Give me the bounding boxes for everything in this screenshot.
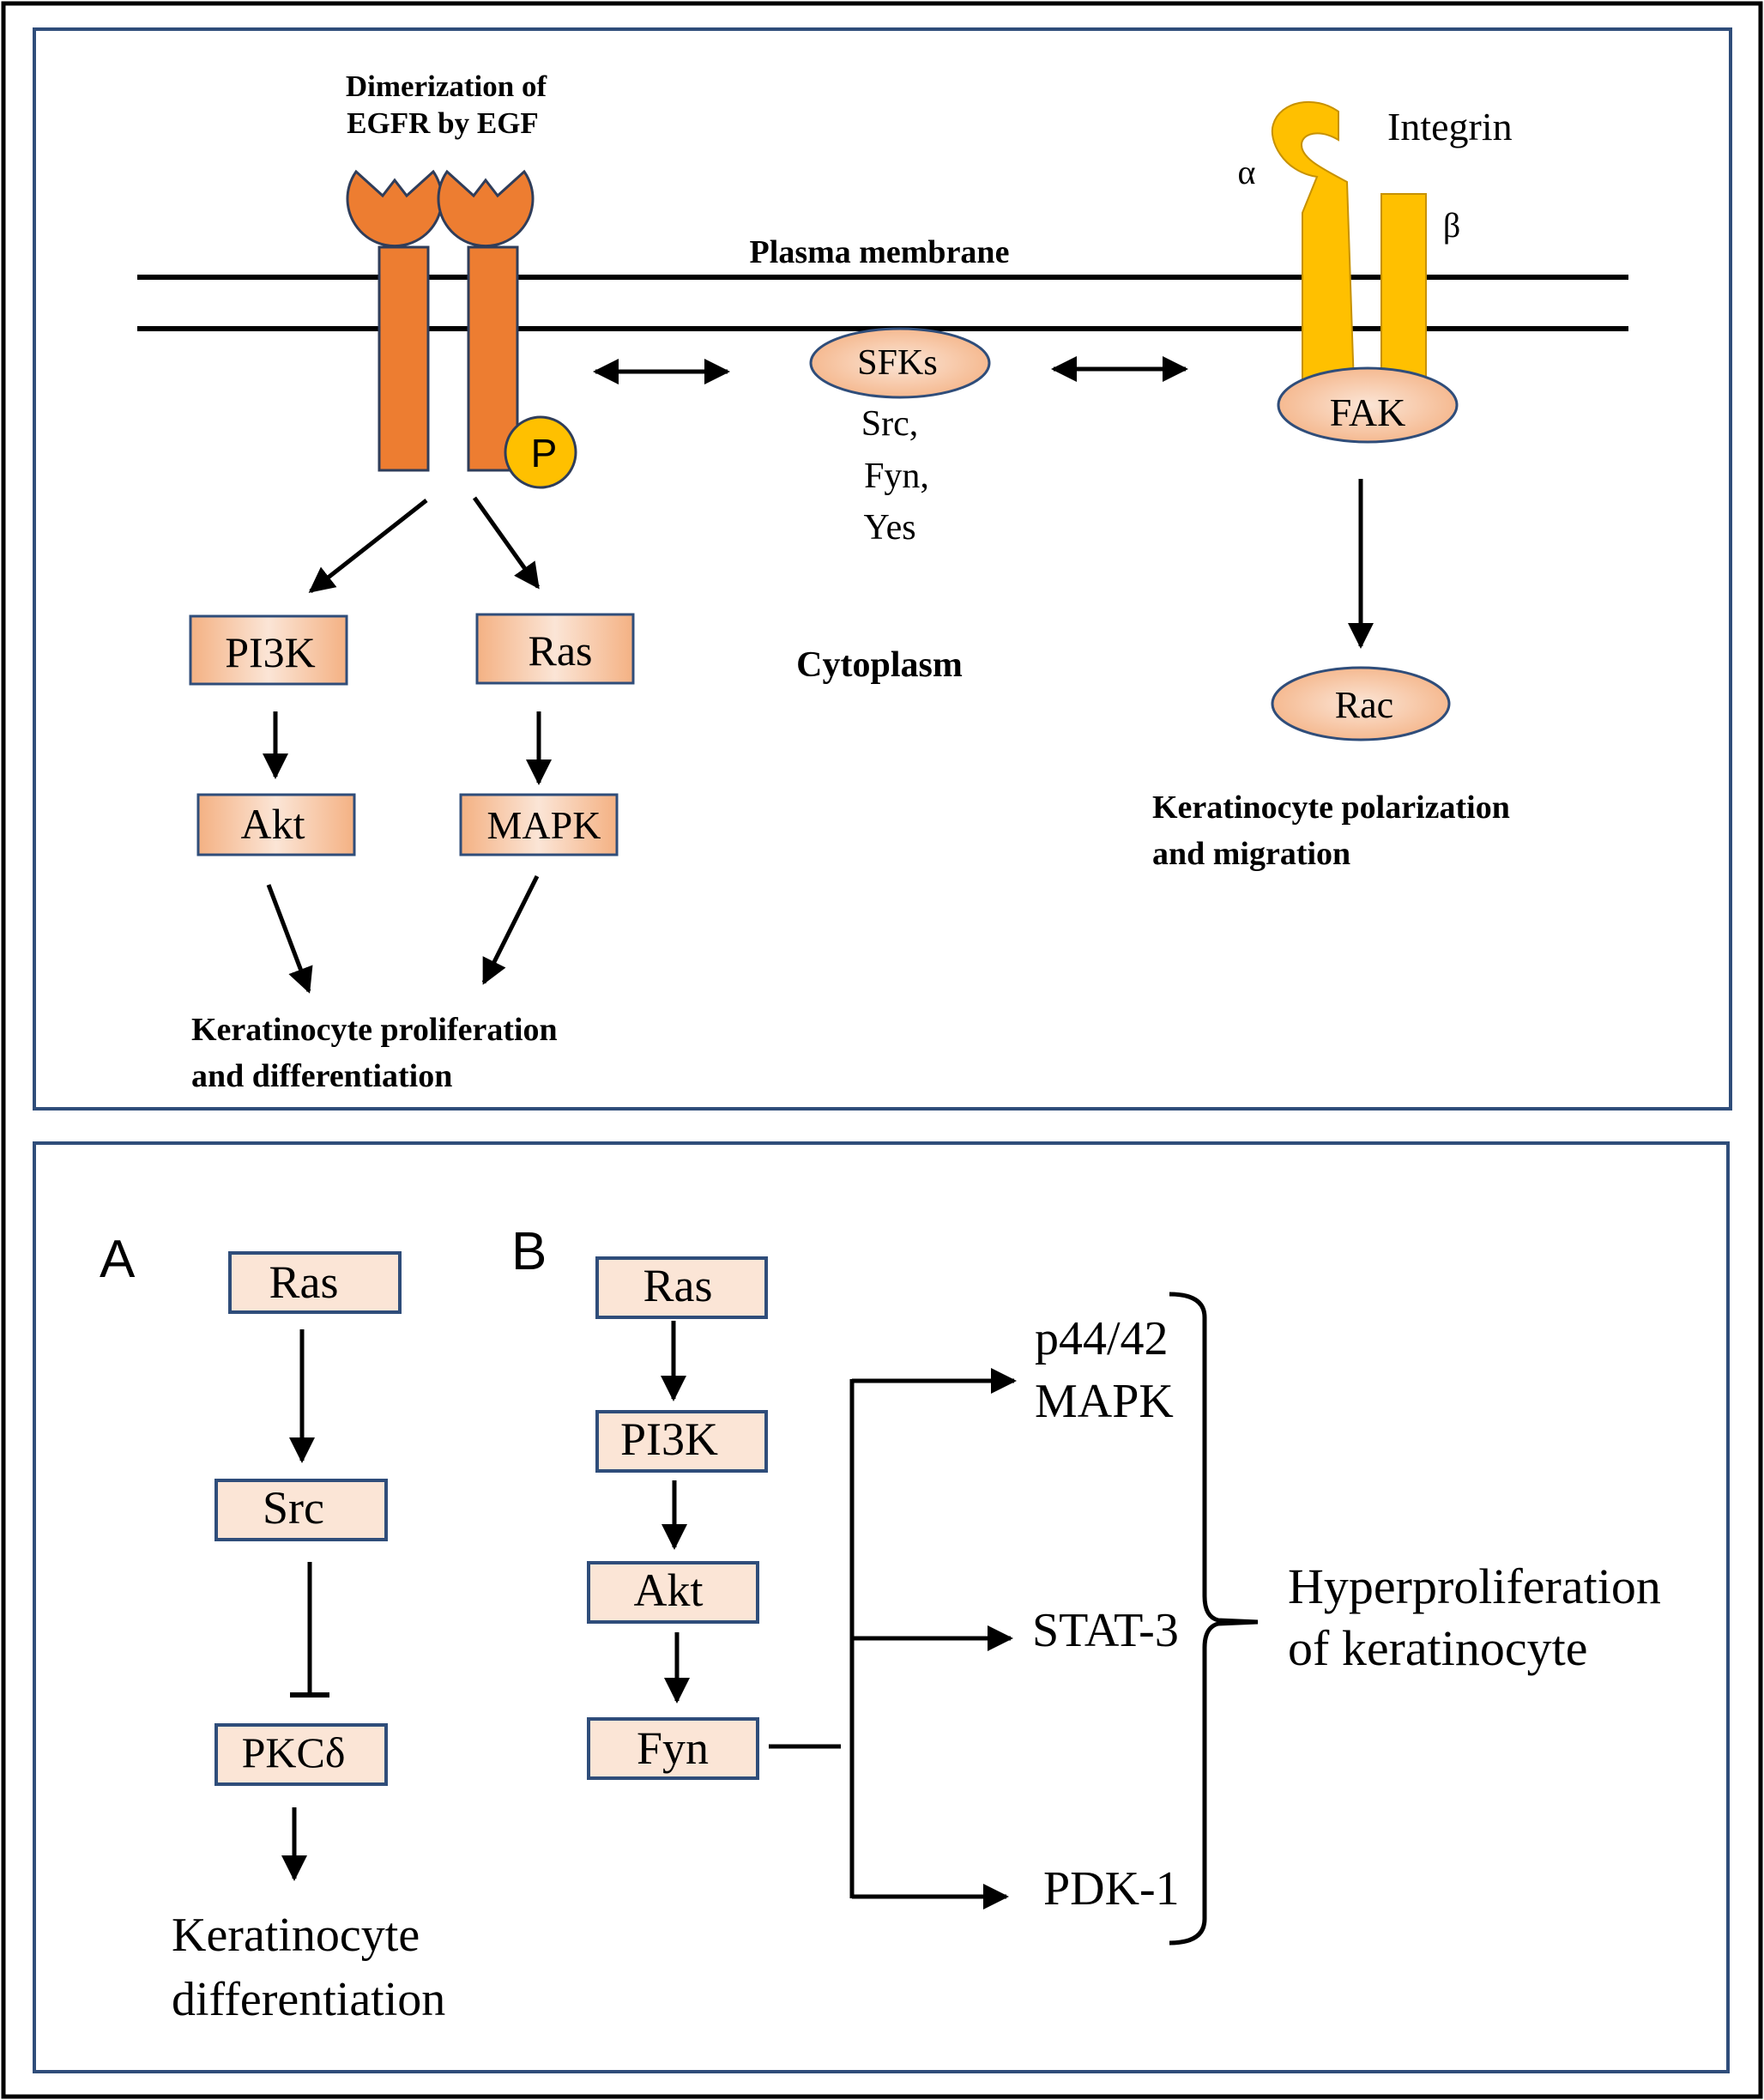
outcome-right-line2: and migration: [1152, 836, 1350, 872]
panel-b-fyn-node: [587, 1717, 759, 1780]
phospho-label: P: [531, 431, 558, 475]
panel-b-pi3k-label: PI3K: [620, 1413, 718, 1465]
panel-a-outcome-line2: differentiation: [172, 1973, 445, 2026]
panel-b-outcome-line1: Hyperproliferation: [1288, 1558, 1661, 1614]
panel-b-outcome-line2: of keratinocyte: [1288, 1620, 1587, 1676]
egfr-receptor-icon: [346, 169, 535, 472]
arrow-icon: [266, 884, 313, 994]
integrin-label: Integrin: [1387, 105, 1513, 148]
sfks-member-yes: Yes: [863, 508, 915, 548]
panel-b-target1-line1: p44/42: [1035, 1312, 1169, 1365]
outcome-left-line2: and differentiation: [191, 1058, 452, 1094]
integrin-alpha-label: α: [1238, 153, 1256, 191]
mapk-node: [459, 793, 619, 856]
phospho-icon: [504, 415, 577, 489]
panel-a-src-label: Src: [263, 1482, 324, 1534]
arrow-icon: [308, 499, 428, 593]
pi3k-node: [189, 614, 348, 686]
outcome-left-line1: Keratinocyte proliferation: [191, 1012, 558, 1048]
panel-a-outcome-line1: Keratinocyte: [172, 1909, 420, 1962]
cytoplasm-label: Cytoplasm: [796, 645, 963, 685]
outcome-right-line1: Keratinocyte polarization: [1152, 790, 1510, 826]
brace-icon: [1169, 1292, 1259, 1946]
bottom-panel-frame: [33, 1141, 1730, 2073]
panel-a-ras-label: Ras: [269, 1256, 339, 1308]
panel-b-target2-label: STAT-3: [1032, 1604, 1179, 1657]
arrow-icon: [472, 496, 541, 590]
panel-b-target3-label: PDK-1: [1043, 1862, 1180, 1915]
ras-label: Ras: [529, 626, 593, 675]
sfks-node: [809, 327, 991, 399]
mapk-label: MAPK: [487, 803, 601, 847]
akt-node: [196, 793, 356, 856]
sfks-label: SFKs: [857, 343, 937, 383]
panel-a-pkc-label: PKCδ: [242, 1728, 346, 1776]
panel-b-target1-line2: MAPK: [1035, 1375, 1174, 1428]
panel-a-ras-node: [228, 1251, 402, 1314]
sfks-member-src: Src,: [861, 404, 919, 444]
integrin-icon: [1271, 100, 1427, 387]
bottom-panel: A Ras Src PKCδ Keratinocyte differentiat…: [33, 1141, 1730, 2073]
sfks-member-fyn: Fyn,: [864, 457, 929, 496]
panel-b-fyn-label: Fyn: [637, 1722, 709, 1774]
top-panel: Plasma membrane Dimerization of EGFR by …: [33, 27, 1732, 1111]
top-panel-frame: [33, 27, 1732, 1111]
panel-b-ras-label: Ras: [643, 1260, 713, 1311]
panel-b-akt-node: [587, 1561, 759, 1624]
inhibition-icon: [290, 1562, 329, 1698]
arrow-icon: [481, 874, 540, 985]
fak-label: FAK: [1330, 390, 1406, 434]
pi3k-label: PI3K: [225, 628, 316, 676]
panel-a-src-node: [214, 1479, 388, 1541]
integrin-beta-label: β: [1443, 206, 1460, 245]
akt-label: Akt: [241, 800, 305, 848]
panel-b-ras-node: [595, 1256, 768, 1319]
plasma-membrane-label: Plasma membrane: [750, 234, 1010, 270]
panel-b-pi3k-node: [595, 1410, 768, 1473]
rac-label: Rac: [1335, 684, 1393, 726]
rac-node: [1271, 666, 1451, 741]
branch-connector: [769, 1368, 1017, 1909]
panel-a-label: A: [100, 1230, 136, 1289]
fak-node: [1277, 366, 1459, 444]
ras-node: [475, 613, 635, 685]
panel-b-label: B: [511, 1222, 547, 1281]
panel-b-akt-label: Akt: [634, 1564, 704, 1616]
egfr-title-line2: EGFR by EGF: [347, 106, 539, 140]
panel-a-pkc-node: [214, 1723, 388, 1786]
egfr-title-line1: Dimerization of: [346, 70, 547, 103]
